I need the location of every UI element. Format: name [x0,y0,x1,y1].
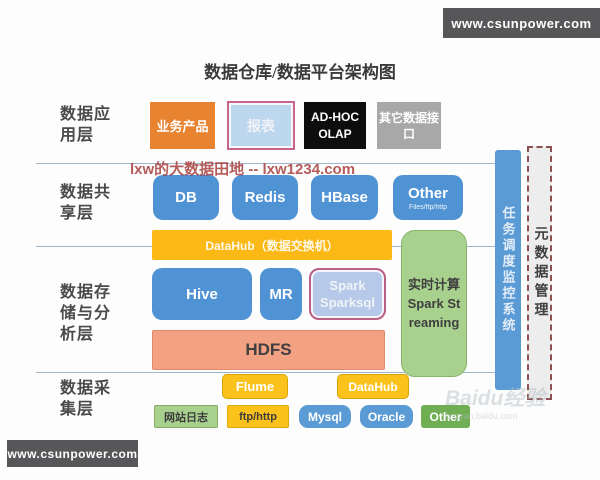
layer-label-collection: 数据采集层 [60,380,112,418]
bar-datahub-exchange: DataHub（数据交换机） [152,230,392,260]
watermark-baidu-jingyan: Baidu经验 jingyan.baidu.com [445,388,565,421]
box-spark-sparksql: Spark Sparksql [309,268,386,320]
layer-label-application: 数据应用层 [60,106,112,144]
baidu-logo-suffix: 经验 [503,387,546,410]
watermark-banner-top-right: www.csunpower.com [443,8,600,38]
box-mysql: Mysql [299,405,351,428]
baidu-logo-text: Baidu [445,387,504,410]
box-business-product: 业务产品 [150,102,215,149]
layer-divider-3 [36,372,495,373]
layer-label-sharing: 数据共享层 [60,184,112,222]
baidu-jingyan-url: jingyan.baidu.com [445,411,518,421]
bar-task-scheduler-monitor: 任务调度监控系统 [495,150,521,390]
box-mr: MR [260,268,302,320]
box-hbase: HBase [311,175,378,220]
diagram-title: 数据仓库/数据平台架构图 [204,63,396,82]
box-adhoc-olap: AD-HOC OLAP [304,102,366,149]
box-other-share: Other Files/ftp/http [393,175,463,220]
bar-hdfs: HDFS [152,330,385,370]
layer-divider-1 [36,163,495,164]
box-ftp-http: ftp/http [227,405,289,428]
box-datahub-ingest: DataHub [337,374,409,399]
watermark-lxw1234: lxw的大数据田地 -- lxw1234.com [130,161,356,178]
box-other-share-label: Other [407,184,448,202]
box-realtime-spark-streaming: 实时计算 Spark Streaming [401,230,467,377]
box-other-data-interface: 其它数据接口 [377,102,441,149]
box-other-share-sub: Files/ftp/http [408,203,448,211]
box-redis: Redis [232,175,298,220]
layer-label-storage-analysis: 数据存储与分析层 [60,284,112,343]
box-oracle: Oracle [360,405,413,428]
box-other-source: Other [421,405,470,428]
box-db: DB [153,175,219,220]
watermark-banner-bottom-left: www.csunpower.com [7,440,138,467]
box-website-logs: 网站日志 [154,405,218,428]
box-flume: Flume [222,374,288,399]
box-hive: Hive [152,268,252,320]
bar-metadata-management: 元数据管理 [527,146,552,400]
box-report: 报表 [227,101,295,150]
